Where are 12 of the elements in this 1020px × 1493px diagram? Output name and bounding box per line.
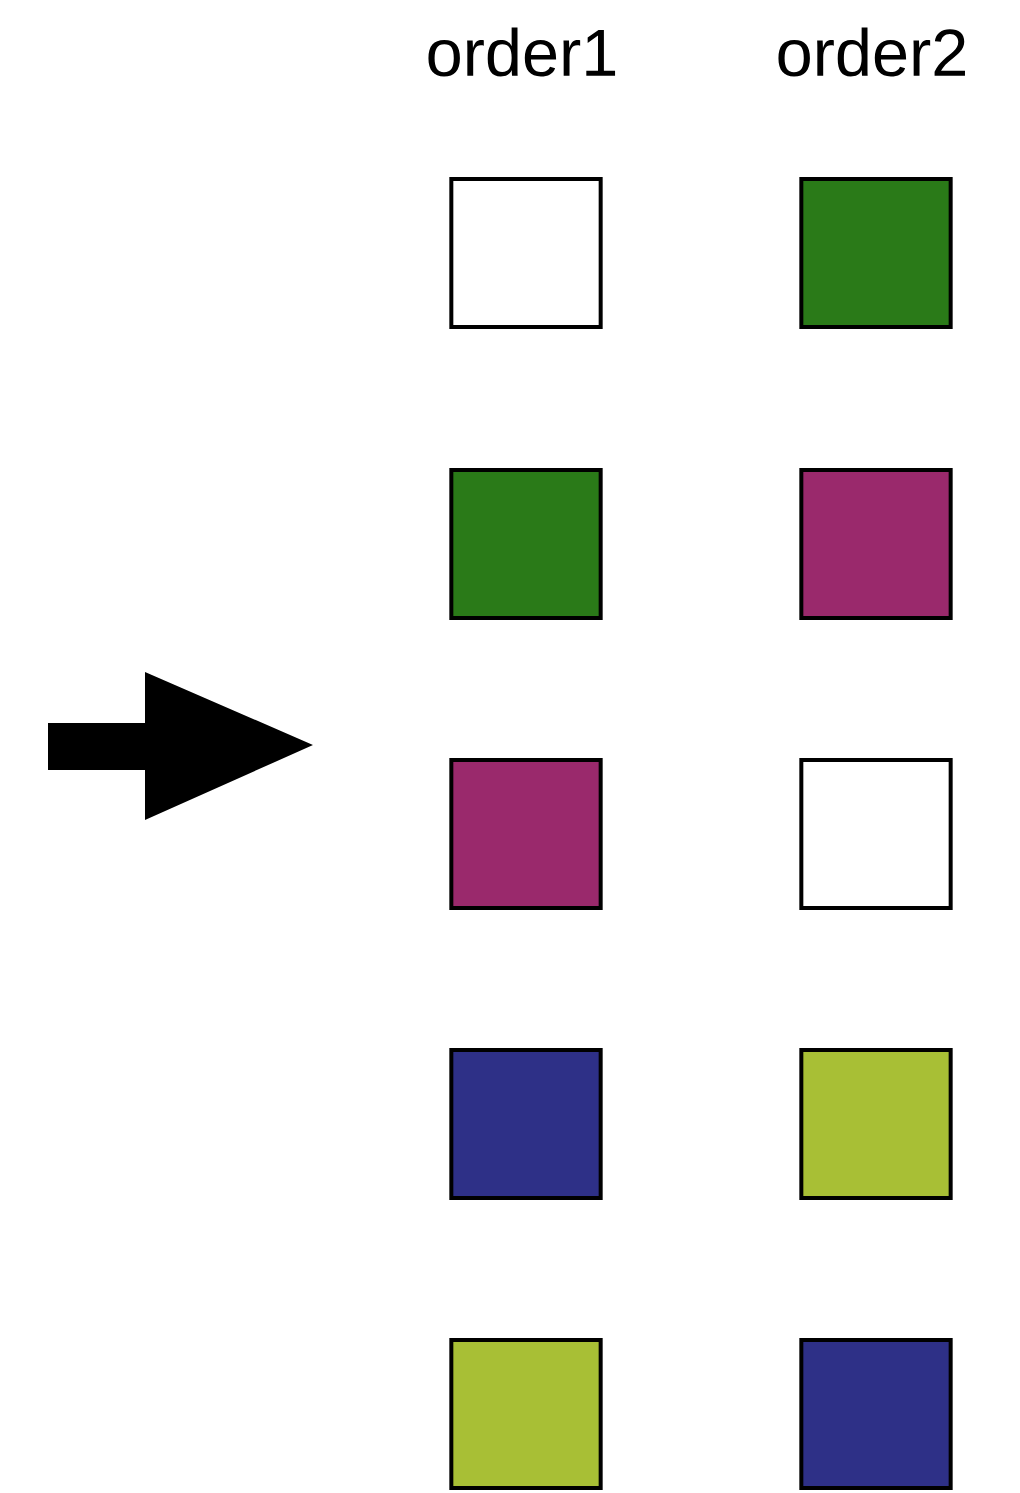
color-square (799, 1338, 953, 1490)
color-square (449, 468, 603, 620)
color-square (449, 758, 603, 910)
column-heading: order2 (778, 27, 965, 77)
color-square (799, 1048, 953, 1200)
color-square (799, 758, 953, 910)
color-square (799, 468, 953, 620)
color-square (799, 177, 953, 329)
color-square (449, 1338, 603, 1490)
column-heading: order1 (428, 27, 616, 77)
color-square (449, 1048, 603, 1200)
color-square (449, 177, 603, 329)
